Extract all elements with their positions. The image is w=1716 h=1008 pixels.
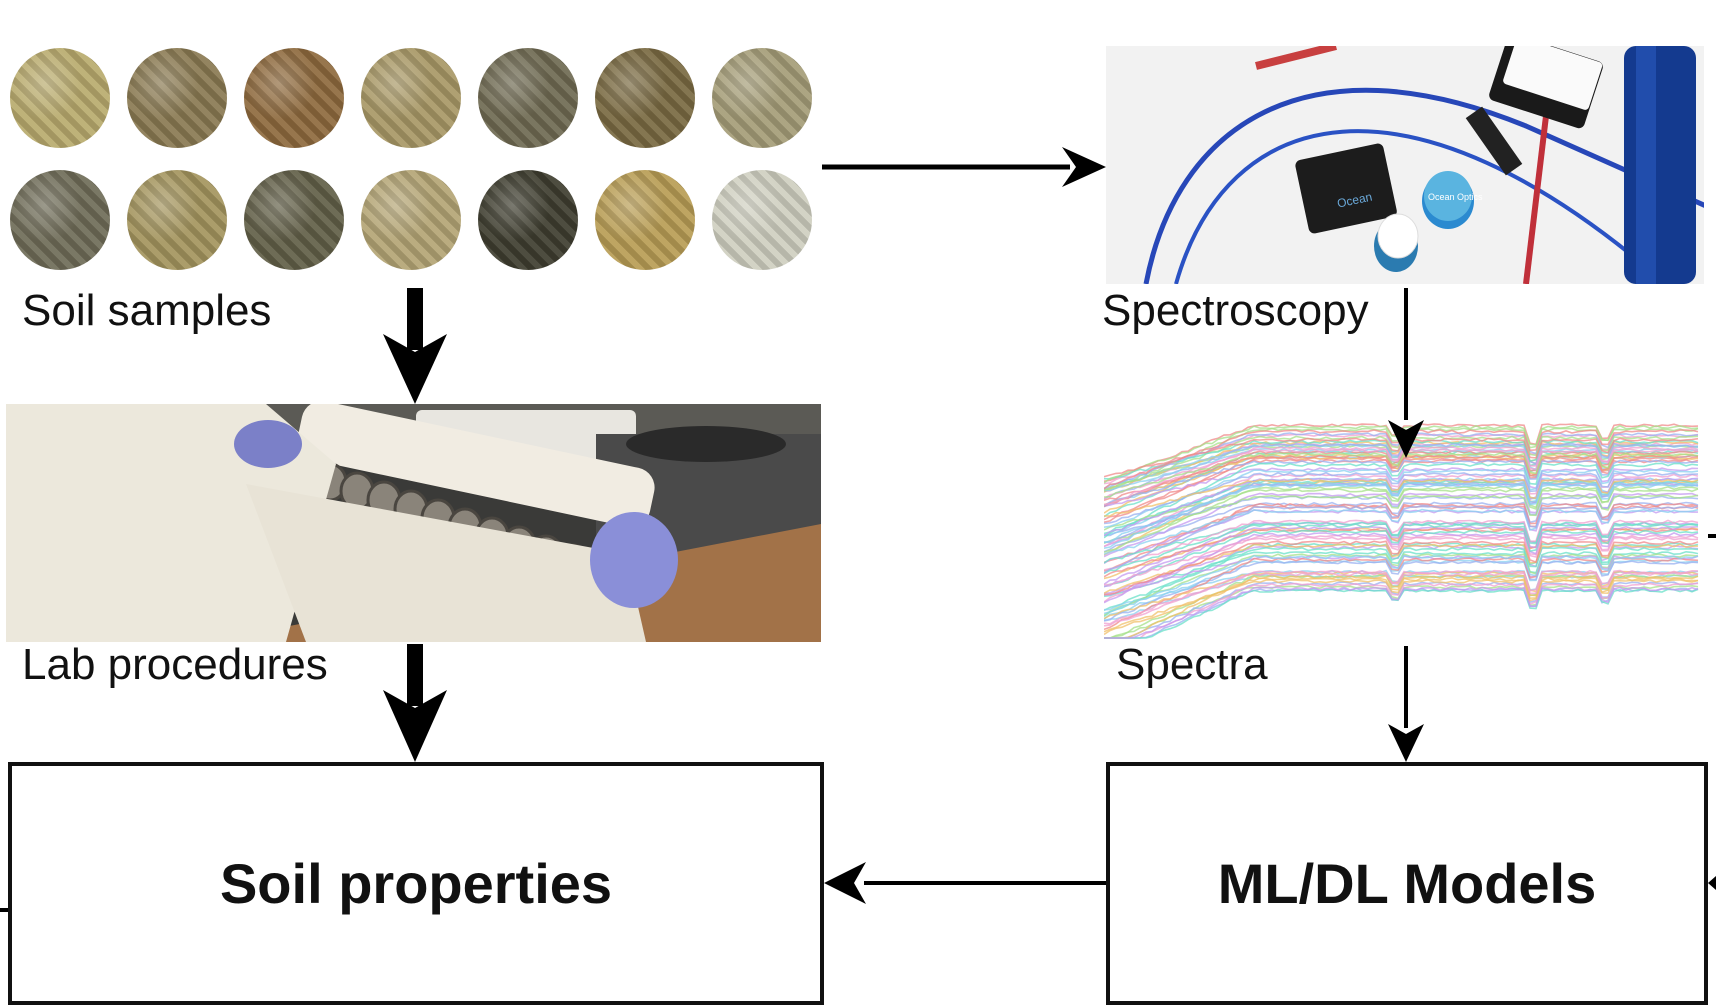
soil-samples-grid bbox=[10, 48, 830, 282]
spectrum-line bbox=[1104, 582, 1699, 639]
spectrum-line bbox=[1104, 468, 1699, 528]
spectrum-line bbox=[1104, 529, 1699, 588]
soil-sample-circle bbox=[244, 170, 344, 270]
spectra-label: Spectra bbox=[1116, 640, 1268, 689]
spectrum-line bbox=[1104, 442, 1699, 500]
spectrum-line bbox=[1104, 494, 1699, 544]
spectrum-line bbox=[1104, 579, 1699, 636]
arrow-samples-to-lab bbox=[383, 288, 447, 404]
spectroscopy-photo: Ocean Ocean Optics bbox=[1106, 46, 1704, 284]
spectrum-line bbox=[1104, 519, 1699, 571]
soil-sample-circle bbox=[595, 170, 695, 270]
soil-sample-circle bbox=[127, 170, 227, 270]
lab-procedures-label: Lab procedures bbox=[22, 640, 328, 689]
spectrum-line bbox=[1104, 554, 1699, 615]
arrow-models-to-properties bbox=[824, 862, 1106, 904]
spectrum-line bbox=[1104, 501, 1699, 553]
edge-arrowhead-right bbox=[1708, 876, 1716, 890]
soil-sample-circle bbox=[244, 48, 344, 148]
soil-sample-circle bbox=[361, 48, 461, 148]
blue-reference-disk: Ocean Optics bbox=[1422, 171, 1483, 229]
lab-procedures-photo bbox=[6, 404, 821, 642]
arrow-samples-to-spectroscopy bbox=[822, 147, 1106, 187]
spectrum-line bbox=[1104, 586, 1699, 639]
arrow-lab-to-properties bbox=[383, 644, 447, 762]
arrow-spectra-to-models bbox=[1388, 646, 1424, 762]
ml-dl-models-box: ML/DL Models bbox=[1106, 762, 1708, 1005]
soil-sample-circle bbox=[10, 170, 110, 270]
spectrum-line bbox=[1104, 481, 1699, 549]
soil-sample-circle bbox=[361, 170, 461, 270]
spectrum-line bbox=[1104, 536, 1698, 586]
spectrum-line bbox=[1104, 459, 1699, 507]
soil-properties-box: Soil properties bbox=[8, 762, 824, 1005]
disk-brand-text: Ocean Optics bbox=[1428, 192, 1483, 202]
spectrum-line bbox=[1104, 508, 1699, 555]
spectrum-line bbox=[1104, 505, 1699, 574]
light-source-cylinder bbox=[1624, 46, 1696, 284]
soil-samples-label: Soil samples bbox=[22, 286, 272, 335]
spectrum-line bbox=[1104, 560, 1699, 622]
light-source-box: Ocean bbox=[1295, 143, 1397, 234]
soil-sample-circle bbox=[712, 170, 812, 270]
white-reference-disk bbox=[1374, 213, 1419, 272]
spectrum-line bbox=[1104, 523, 1699, 575]
soil-sample-circle bbox=[712, 48, 812, 148]
spectrum-line bbox=[1104, 540, 1699, 596]
spectrometer-box bbox=[1489, 46, 1603, 129]
soil-sample-circle bbox=[127, 48, 227, 148]
soil-sample-circle bbox=[478, 48, 578, 148]
ml-dl-models-text: ML/DL Models bbox=[1217, 852, 1597, 915]
spectrum-line bbox=[1104, 571, 1699, 627]
spectrum-line bbox=[1104, 577, 1698, 633]
spectrum-line bbox=[1104, 462, 1699, 539]
soil-properties-text: Soil properties bbox=[219, 852, 613, 915]
soil-sample-circle bbox=[10, 48, 110, 148]
spectrum-line bbox=[1104, 454, 1699, 502]
spectrum-line bbox=[1104, 478, 1699, 517]
spectrum-line bbox=[1104, 557, 1699, 631]
spectrum-line bbox=[1104, 452, 1699, 498]
soil-sample-circle bbox=[595, 48, 695, 148]
arrow-spectroscopy-to-spectra bbox=[1388, 288, 1424, 458]
spectroscopy-label: Spectroscopy bbox=[1102, 286, 1369, 335]
spectrum-line bbox=[1104, 525, 1699, 588]
soil-sample-circle bbox=[478, 170, 578, 270]
